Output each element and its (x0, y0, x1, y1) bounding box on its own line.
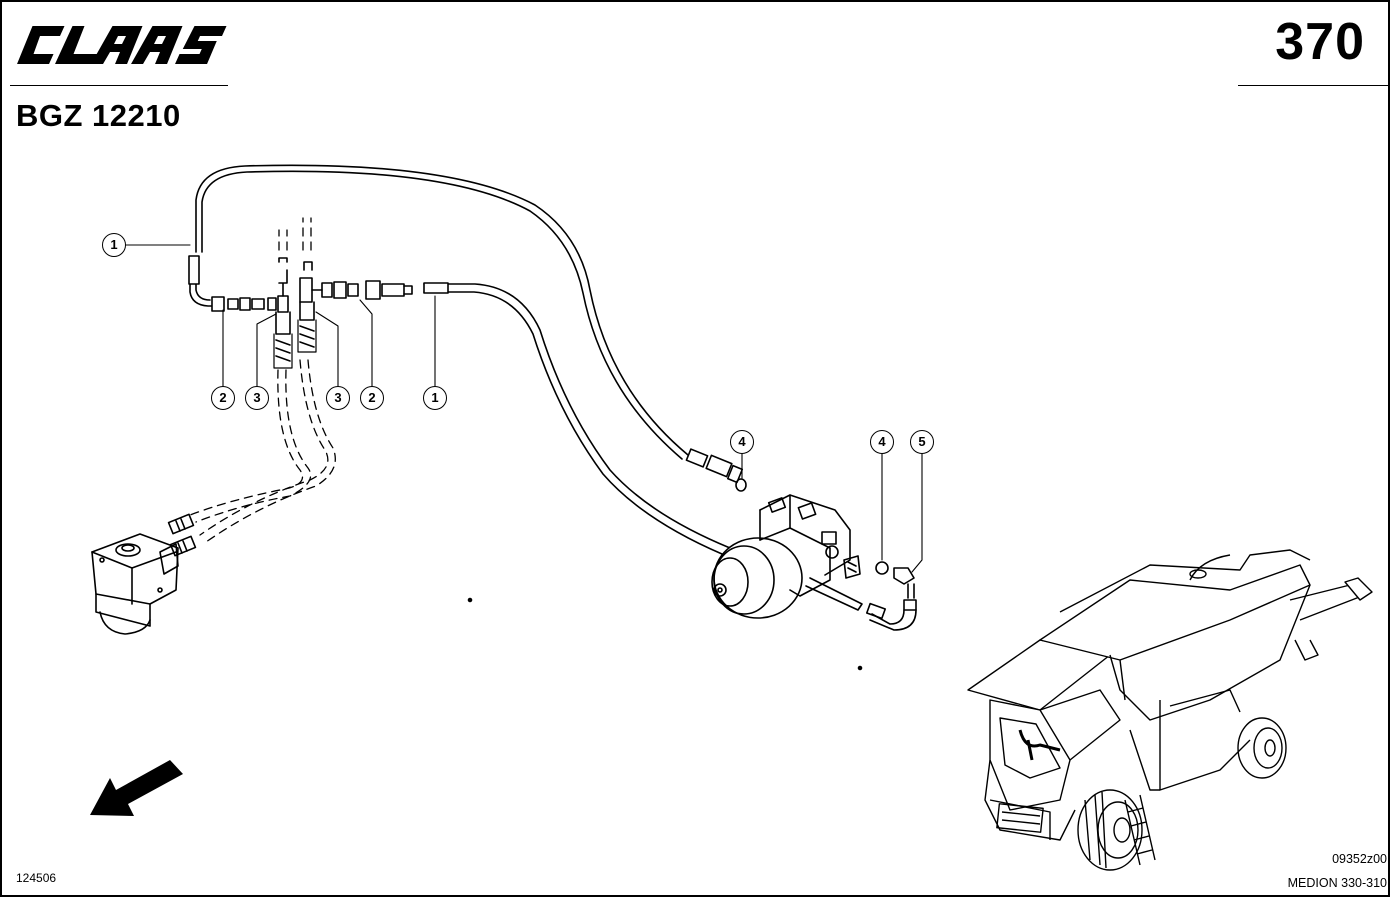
drawing-number: 124506 (16, 871, 57, 885)
claas-logo (17, 26, 227, 64)
model-name: MEDION 330-310 (1287, 876, 1387, 890)
callout-5: 5 (910, 430, 934, 454)
combine-harvester-icon (967, 549, 1373, 871)
footer-refs: 09352z00 MEDION 330-310 (1288, 847, 1387, 895)
image-code: 09352z00 (1332, 852, 1387, 866)
callout-4: 4 (730, 430, 754, 454)
callout-1: 1 (102, 233, 126, 257)
callout-2: 2 (211, 386, 235, 410)
direction-arrow-icon (90, 760, 183, 816)
group-code: BGZ 12210 (16, 98, 181, 133)
callout-3: 3 (326, 386, 350, 410)
page-number: 370 (1275, 13, 1365, 71)
header-rule-left (10, 85, 228, 86)
steering-cylinder-icon (711, 494, 863, 619)
hose-lower (423, 283, 731, 549)
callout-1: 1 (423, 386, 447, 410)
callout-2: 2 (360, 386, 384, 410)
callout-3: 3 (245, 386, 269, 410)
callout-4: 4 (870, 430, 894, 454)
header-rule-right (1238, 85, 1388, 86)
hose-upper (195, 164, 689, 456)
steering-unit-icon (91, 513, 197, 635)
